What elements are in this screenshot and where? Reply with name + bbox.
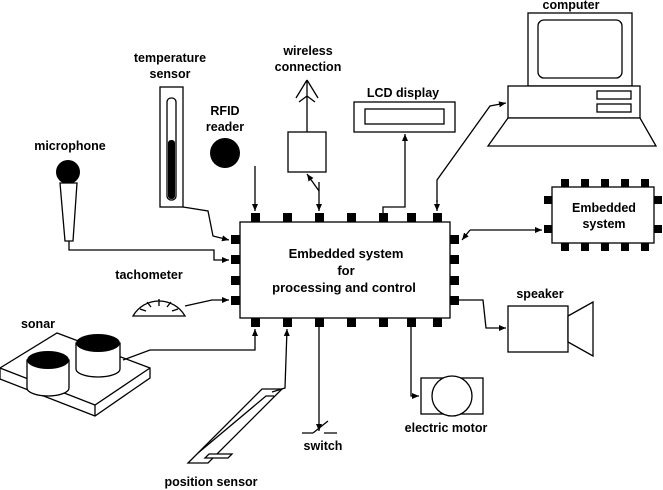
position-sensor-label: position sensor — [164, 475, 257, 489]
computer-drive-2 — [596, 103, 632, 113]
central-label-line3: processing and control — [272, 280, 416, 295]
lcd-display: LCD display — [353, 86, 456, 133]
central-box — [239, 221, 451, 319]
central-pins — [231, 213, 459, 327]
microphone-head-icon — [56, 160, 80, 184]
central-label-line1: Embedded system — [289, 246, 404, 261]
electric-motor: electric motor — [405, 375, 488, 435]
temperature-label-line1: temperature — [134, 51, 206, 65]
position-sensor-connection — [271, 328, 290, 393]
switch: switch — [302, 420, 343, 453]
peripheral-label-line2: system — [582, 217, 625, 231]
wireless-label-line1: wireless — [282, 44, 332, 58]
sonar-transducer-left-top — [27, 351, 69, 369]
temperature-connection — [182, 206, 230, 242]
connections — [68, 101, 542, 431]
speaker-body — [507, 305, 569, 353]
microphone-connection — [68, 241, 229, 263]
lcd-connection — [382, 134, 408, 213]
electric-motor-label: electric motor — [405, 421, 488, 435]
wireless-label-line2: connection — [275, 60, 342, 74]
computer: computer — [486, 0, 658, 147]
sonar-transducer-left — [26, 359, 70, 397]
computer-drive-1 — [596, 90, 632, 100]
tachometer-gauge-icon — [131, 300, 187, 317]
computer-keyboard — [486, 117, 658, 147]
temperature-label-line2: sensor — [150, 67, 191, 81]
position-sensor: position sensor — [164, 388, 284, 489]
peripheral-pins — [544, 179, 662, 251]
sonar: sonar — [0, 317, 151, 417]
tachometer-ticks — [139, 299, 179, 312]
peripheral-box — [551, 186, 655, 244]
motor-icon — [431, 375, 473, 417]
sonar-transducer-right — [75, 342, 121, 378]
thermometer-mercury — [168, 140, 175, 199]
rfid-label-line2: reader — [206, 120, 244, 134]
speaker-cone-icon — [567, 300, 594, 358]
lcd-label: LCD display — [367, 86, 439, 100]
sonar-base — [0, 332, 151, 417]
wireless-connection: wireless connection — [275, 44, 342, 173]
peripheral-label-line1: Embedded — [572, 201, 636, 215]
computer-label: computer — [543, 0, 600, 12]
microphone: microphone — [34, 139, 106, 242]
wireless-module — [287, 131, 327, 173]
tachometer-connection — [184, 297, 229, 307]
speaker-connection — [459, 299, 506, 331]
computer-screen — [537, 19, 623, 79]
rfid-label-line1: RFID — [210, 104, 239, 118]
motor-connection — [410, 327, 419, 399]
sonar-label: sonar — [21, 317, 55, 331]
rfid-reader-icon — [210, 138, 240, 168]
embedded-connection-left — [461, 229, 471, 241]
switch-label: switch — [304, 439, 343, 453]
position-sensor-slot — [197, 395, 274, 454]
antenna-icon — [295, 79, 319, 132]
wireless-connection-up — [306, 173, 320, 192]
central-label-line2: for — [337, 263, 354, 278]
temperature-sensor: temperature sensor — [134, 51, 206, 208]
sonar-transducer-right-top — [76, 334, 120, 352]
lcd-screen — [364, 108, 445, 125]
microphone-label: microphone — [34, 139, 106, 153]
position-sensor-slider — [203, 453, 234, 459]
tachometer: tachometer — [115, 268, 187, 317]
sonar-connection — [122, 329, 258, 361]
rfid-reader: RFID reader — [206, 104, 244, 168]
central-embedded-system: Embedded system for processing and contr… — [231, 213, 459, 327]
position-sensor-rail — [186, 388, 284, 464]
tachometer-label: tachometer — [115, 268, 183, 282]
computer-connection-up — [436, 101, 507, 202]
microphone-handle — [59, 182, 78, 242]
speaker-label: speaker — [516, 287, 563, 301]
embedded-system-peripheral: Embedded system — [544, 179, 662, 251]
speaker: speaker — [507, 287, 594, 358]
